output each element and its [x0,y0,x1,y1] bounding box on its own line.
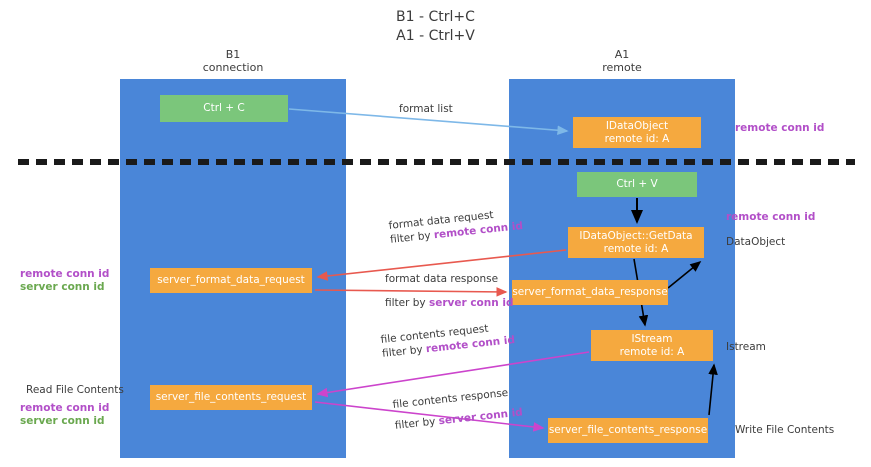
caption-fcres-prefix: filter by [394,415,440,432]
annotation-left-server-conn-id-1: server conn id [20,281,105,293]
page-title: B1 - Ctrl+C A1 - Ctrl+V [0,8,871,46]
caption-format-data-request: format data request filter by remote con… [388,205,524,247]
node-istream[interactable]: IStream remote id: A [591,330,713,361]
node-ctrl-c[interactable]: Ctrl + C [160,95,288,122]
annotation-left-remote-conn-id-2: remote conn id [20,402,110,414]
node-getdata-line2: remote id: A [603,242,669,255]
node-server-file-contents-response-label: server_file_contents_response [548,424,708,436]
title-line-2: A1 - Ctrl+V [396,28,475,44]
annotation-read-file-contents: Read File Contents [26,384,124,396]
node-server-file-contents-request-label: server_file_contents_request [155,391,307,403]
node-ctrl-c-line1: Ctrl + C [203,102,245,114]
lane-header-b1: B1 connection [120,48,346,74]
lane-header-b1-role: connection [202,61,264,74]
annotation-remote-conn-id-getdata: remote conn id [726,211,816,223]
node-server-format-data-response-label: server_format_data_response [512,286,668,298]
caption-format-list-text: format list [399,103,453,115]
node-istream-line1: IStream [631,332,673,345]
annotation-write-file-contents: Write File Contents [735,424,835,436]
caption-file-contents-request: file contents request filter by remote c… [380,319,516,361]
node-server-file-contents-request[interactable]: server_file_contents_request [150,385,312,410]
caption-format-data-response-line2: filter by server conn id [385,296,514,310]
caption-format-data-response: format data response filter by server co… [385,272,514,310]
caption-file-contents-response: file contents response filter by server … [392,385,523,433]
node-idataobject[interactable]: IDataObject remote id: A [573,117,701,148]
caption-fdreq-prefix: filter by [389,229,435,246]
annotation-istream: Istream [726,341,766,353]
node-ctrl-v[interactable]: Ctrl + V [577,172,697,197]
annotation-dataobject: DataObject [726,236,786,248]
lane-header-a1-role: remote [602,61,642,74]
annotation-left-server-conn-id-2: server conn id [20,415,105,427]
node-istream-line2: remote id: A [619,345,685,358]
annotation-left-remote-conn-id-1: remote conn id [20,268,110,280]
caption-fdres-highlight: server conn id [428,297,514,309]
caption-format-list: format list [399,102,453,116]
title-line-1: B1 - Ctrl+C [396,9,475,25]
node-server-format-data-request-label: server_format_data_request [157,274,305,286]
lane-header-a1-name: A1 [614,48,630,61]
node-idataobject-line2: remote id: A [604,132,670,145]
node-server-file-contents-response[interactable]: server_file_contents_response [548,418,708,443]
caption-format-data-response-line1: format data response [385,273,499,285]
caption-fdres-prefix: filter by [385,297,429,309]
node-idataobject-line1: IDataObject [605,119,669,132]
node-idataobject-getdata[interactable]: IDataObject::GetData remote id: A [568,227,704,258]
node-server-format-data-request[interactable]: server_format_data_request [150,268,312,293]
annotation-remote-conn-id-top: remote conn id [735,122,825,134]
lane-header-b1-name: B1 [225,48,241,61]
node-getdata-line1: IDataObject::GetData [579,229,693,242]
caption-fcreq-prefix: filter by [381,343,427,360]
lane-header-a1: A1 remote [509,48,735,74]
node-ctrl-v-line1: Ctrl + V [616,178,658,190]
node-server-format-data-response[interactable]: server_format_data_response [512,280,668,305]
